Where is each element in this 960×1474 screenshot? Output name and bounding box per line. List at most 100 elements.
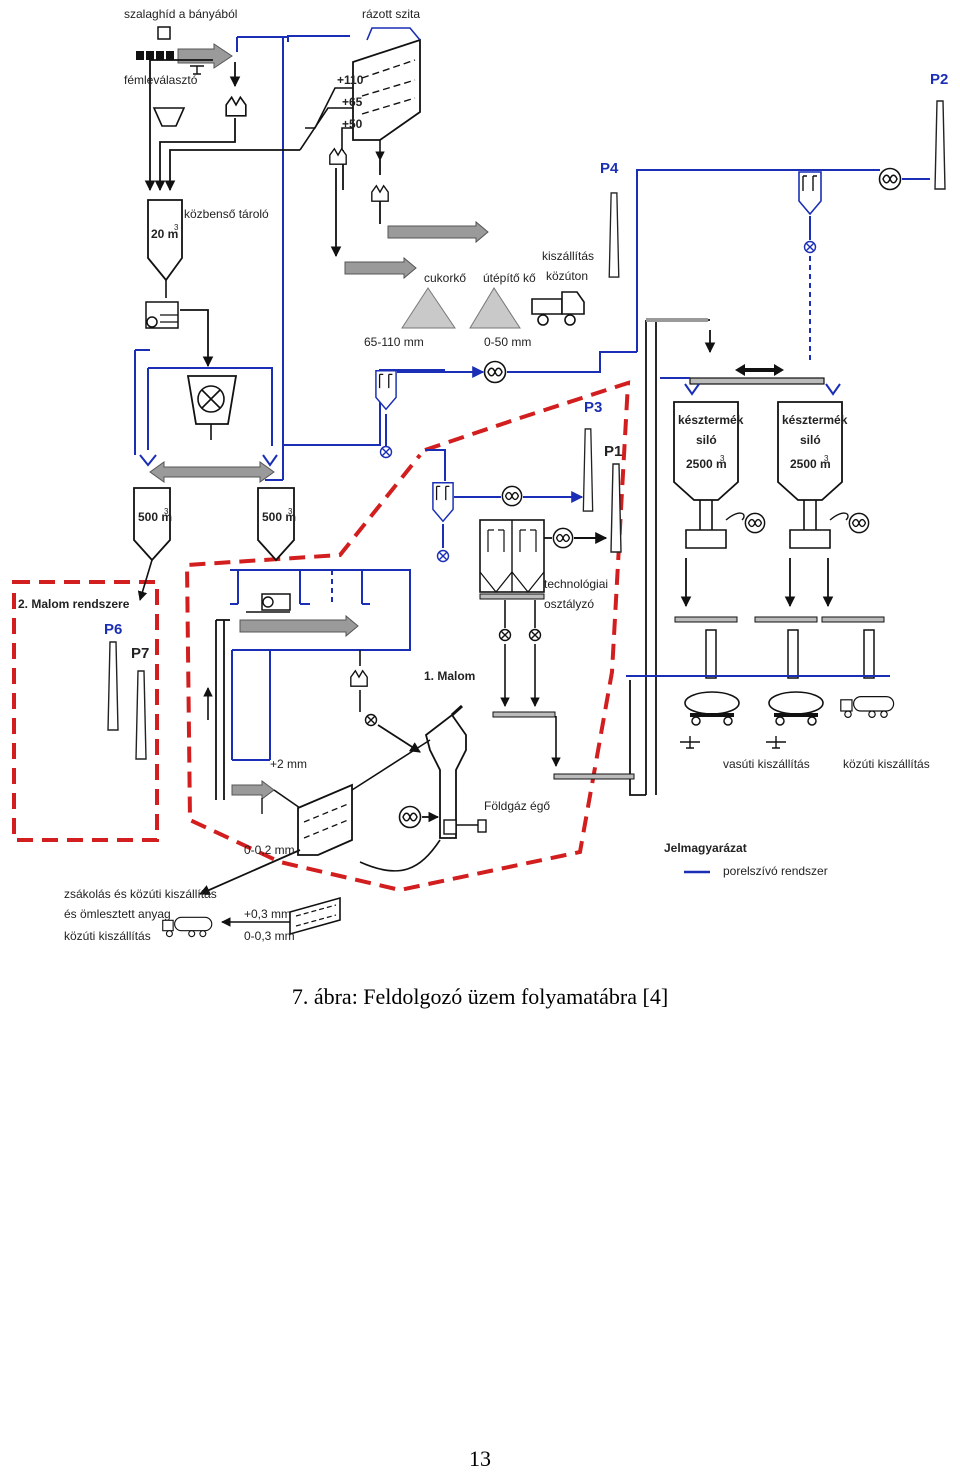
label-product-silo-1-b: siló xyxy=(696,433,717,447)
mill-1 xyxy=(424,704,487,839)
fan-icon xyxy=(483,360,507,384)
label-product-silo-1-a: késztermék xyxy=(678,413,744,427)
label-intermediate-storage: közbenső tároló xyxy=(184,207,269,221)
screen-outlets xyxy=(299,87,353,151)
stack-icon xyxy=(610,463,622,553)
intermediate-silo xyxy=(145,199,214,368)
flow-line xyxy=(351,739,431,791)
rail-wagon-icon xyxy=(768,691,824,726)
label-fraction-0-0.2: 0-0,2 mm xyxy=(244,843,295,857)
label-silo-500-b: 500 m xyxy=(262,510,296,524)
label-size-65: +65 xyxy=(342,95,363,109)
crusher-dust-lines xyxy=(134,349,278,467)
valve-icon xyxy=(364,713,378,727)
label-product-silo-2-a: késztermék xyxy=(782,413,848,427)
label-p3: P3 xyxy=(584,399,602,416)
loading-conveyor xyxy=(754,616,818,623)
product-silo-1 xyxy=(673,401,745,549)
label-classifier-2: osztályzó xyxy=(544,597,594,611)
label-fraction-0-50: 0-50 mm xyxy=(484,335,531,349)
legend-title: Jelmagyarázat xyxy=(664,841,747,855)
label-silo-500-b-sup: 3 xyxy=(288,507,293,516)
belt-bridge-icon xyxy=(157,26,171,40)
chute-icon xyxy=(225,96,247,117)
fan-icon xyxy=(848,512,870,534)
label-p7: P7 xyxy=(131,645,149,662)
label-product-silo-2-b: siló xyxy=(800,433,821,447)
conveyor-arrow-icon xyxy=(239,614,359,638)
flow-lines-top xyxy=(144,59,381,258)
fan-icon xyxy=(501,485,523,507)
stack-icon xyxy=(934,100,946,190)
label-bagging-1: zsákolás és közúti kiszállítás xyxy=(64,887,217,901)
mill-2-boundary xyxy=(12,580,159,842)
label-product-silo-2-sup: 3 xyxy=(824,454,829,463)
label-fraction-plus-0.3: +0,3 mm xyxy=(244,907,291,921)
loading-conveyor xyxy=(821,616,885,623)
silo-500-b xyxy=(257,487,295,562)
label-vibrating-screen: rázott szita xyxy=(362,7,420,21)
bottom-screen xyxy=(289,896,341,936)
infeed xyxy=(136,26,247,127)
flow-arrow xyxy=(377,724,421,753)
dust-filter-icon xyxy=(432,481,454,523)
label-size-110: +110 xyxy=(337,73,364,87)
conveyor-arrow-icon xyxy=(231,780,275,800)
label-fraction-65-110: 65-110 mm xyxy=(364,335,424,349)
valve-icon xyxy=(379,445,393,459)
label-stockpile-2: útépítő kő xyxy=(483,271,536,285)
conveyor xyxy=(492,711,556,718)
label-bagging-2: és ömlesztett anyag xyxy=(64,907,171,921)
label-belt-bridge: szalaghíd a bányából xyxy=(124,7,237,21)
reversible-conveyor-icon xyxy=(149,461,275,483)
stockpile-icon xyxy=(469,287,521,329)
fan-icon xyxy=(744,512,766,534)
stack-icon xyxy=(582,428,594,512)
product-silo-2 xyxy=(777,401,849,549)
label-shipping-1: kiszállítás xyxy=(542,249,594,263)
crusher xyxy=(186,375,238,440)
left-elevator xyxy=(215,619,230,800)
label-fraction-0-0.3: 0-0,3 mm xyxy=(244,929,295,943)
label-gas-burner: Földgáz égő xyxy=(484,799,550,813)
legend-dust-system: porelszívó rendszer xyxy=(723,864,828,878)
reversible-arrow-icon xyxy=(735,364,784,376)
silo-conveyor xyxy=(689,377,825,385)
dust-duct xyxy=(636,169,880,352)
label-bagging-3: közúti kiszállítás xyxy=(64,929,151,943)
fan-icon xyxy=(878,167,902,191)
fan-icon xyxy=(398,805,422,829)
dust-duct xyxy=(507,351,637,373)
label-silo-500-a-sup: 3 xyxy=(164,507,169,516)
vibrating-screen xyxy=(352,27,421,161)
stack-icon xyxy=(608,192,620,278)
magnet-separator-icon xyxy=(152,107,186,127)
conveyor xyxy=(553,773,635,780)
tank-truck-icon xyxy=(840,695,895,719)
rail-wagon-icon xyxy=(684,691,740,726)
valve-icon xyxy=(498,628,512,642)
scale-icons xyxy=(680,736,786,749)
mill-dust-ducts xyxy=(230,569,411,761)
label-volume-20: 20 m xyxy=(151,227,178,241)
label-p4: P4 xyxy=(600,160,619,177)
classifier-screen xyxy=(297,783,353,856)
stockpiles xyxy=(401,287,521,329)
chute-icon xyxy=(350,670,368,687)
label-mill-2-system: 2. Malom rendszere xyxy=(18,597,130,611)
flow-arrow xyxy=(199,849,301,896)
stockpile-icon xyxy=(401,287,456,329)
dust-filter-icon xyxy=(798,171,822,215)
dust-duct xyxy=(425,449,446,481)
figure-caption: 7. ábra: Feldolgozó üzem folyamatábra [4… xyxy=(291,984,669,1009)
label-stockpile-1: cukorkő xyxy=(424,271,466,285)
label-mill-1: 1. Malom xyxy=(424,669,475,683)
dust-system-top xyxy=(236,35,445,481)
mill-feed xyxy=(239,593,359,638)
chute-icon xyxy=(371,185,389,202)
fan-icon xyxy=(552,527,574,549)
flow-line xyxy=(359,839,441,872)
label-classifier-1: technológiai xyxy=(544,577,608,591)
flow-line xyxy=(273,789,301,809)
valve-icon xyxy=(436,549,450,563)
